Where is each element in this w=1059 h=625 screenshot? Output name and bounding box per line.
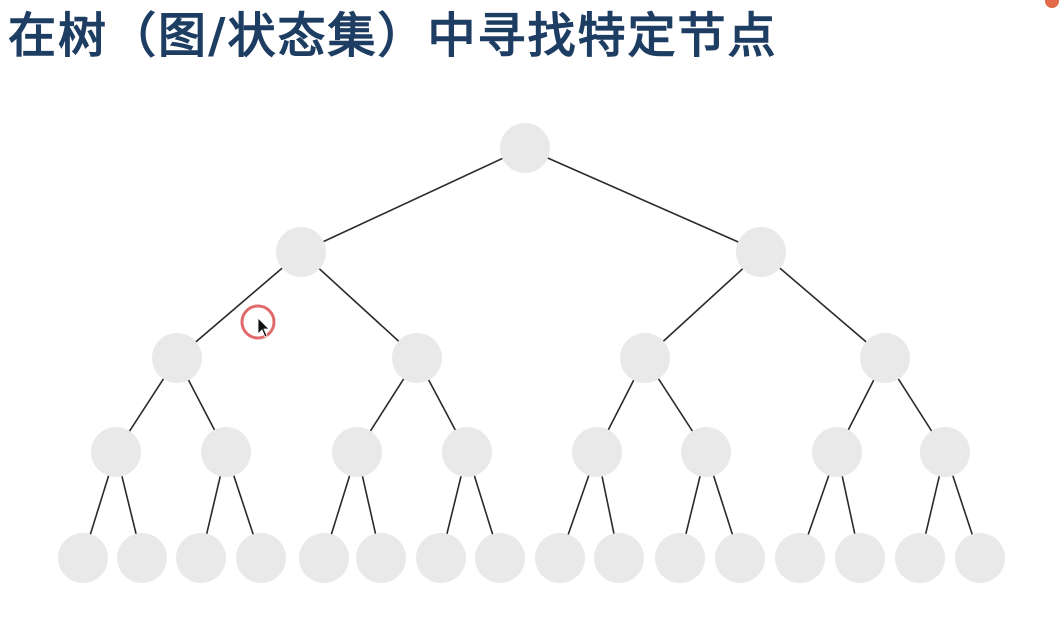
tree-leaf-node [356,533,406,583]
tree-node [392,333,442,383]
tree-root-node [500,123,550,173]
tree-node [812,427,862,477]
tree-leaf-node [655,533,705,583]
slide-title: 在树（图/状态集）中寻找特定节点 [8,8,778,64]
mouse-cursor-icon [240,304,276,340]
tree-leaf-node [58,533,108,583]
tree-leaf-node [236,533,286,583]
tree-edge [300,251,418,359]
tree-node [442,427,492,477]
tree-edge [524,147,762,253]
tree-node [201,427,251,477]
tree-node [736,227,786,277]
tree-edges [82,147,981,559]
tree-leaf-node [117,533,167,583]
tree-leaf-node [176,533,226,583]
tree-node [152,333,202,383]
corner-marker-icon [1045,0,1059,8]
tree-nodes [58,123,1005,583]
tree-node [920,427,970,477]
tree-leaf-node [416,533,466,583]
tree-leaf-node [835,533,885,583]
tree-node [860,333,910,383]
tree-node [91,427,141,477]
tree-node [572,427,622,477]
tree-leaf-node [535,533,585,583]
tree-node [276,227,326,277]
tree-leaf-node [775,533,825,583]
tree-leaf-node [715,533,765,583]
tree-leaf-node [299,533,349,583]
tree-node [620,333,670,383]
cursor-arrow-icon [257,317,270,338]
tree-node [681,427,731,477]
tree-leaf-node [594,533,644,583]
cursor-click-ring [240,304,276,340]
tree-edge [644,251,762,359]
tree-leaf-node [955,533,1005,583]
tree-leaf-node [895,533,945,583]
tree-edge [760,251,886,359]
tree-node [332,427,382,477]
tree-edge [176,251,302,359]
tree-edge [300,147,526,253]
tree-leaf-node [475,533,525,583]
